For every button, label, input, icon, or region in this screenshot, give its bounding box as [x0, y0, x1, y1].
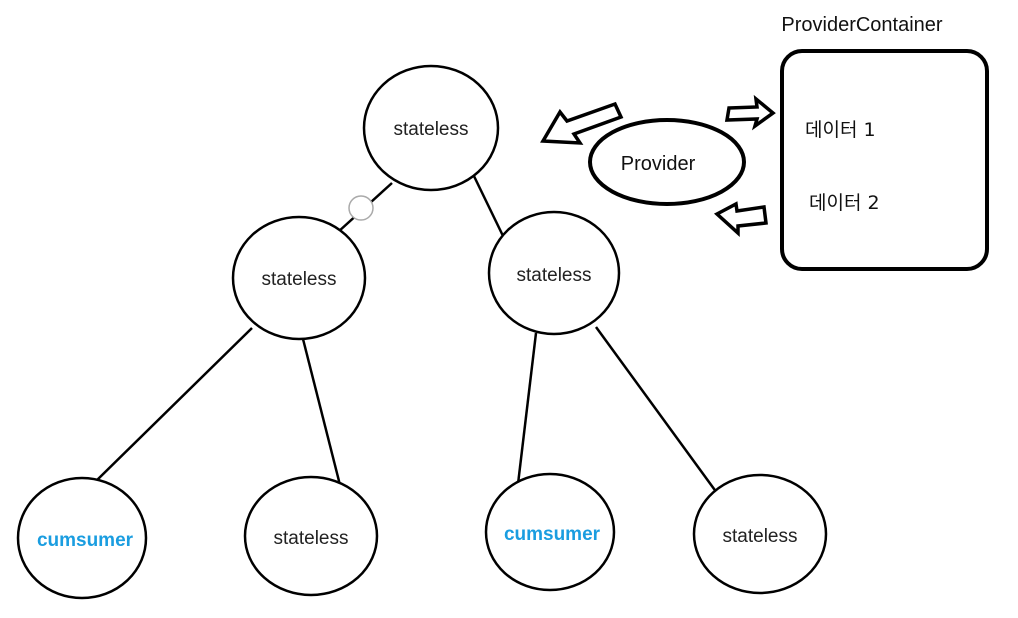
node-right-label: stateless [517, 265, 592, 286]
node-stateless-right-leaf-label: stateless [723, 526, 798, 547]
provider-label: Provider [621, 153, 696, 175]
node-stateless-left-leaf: stateless [243, 475, 379, 597]
node-consumer-right: cumsumer [484, 472, 616, 592]
edge-root-right [470, 171, 506, 239]
node-consumer-left-label: cumsumer [37, 530, 134, 551]
arrow-provider-to-container-icon [724, 94, 776, 131]
node-root-label: stateless [394, 119, 469, 140]
node-root: stateless [362, 64, 500, 192]
node-stateless-right-leaf: stateless [692, 473, 828, 595]
edge-right-stateless [594, 326, 719, 494]
node-right: stateless [487, 210, 621, 336]
tree-edges [93, 171, 719, 494]
provider-container-box: 데이터 1 데이터 2 [780, 49, 989, 271]
node-consumer-right-label: cumsumer [504, 524, 601, 545]
small-circle-marker [348, 195, 374, 221]
edge-right-consumer [516, 332, 538, 485]
node-left: stateless [231, 215, 367, 341]
container-item-2: 데이터 2 [809, 192, 880, 214]
flow-arrows [540, 94, 776, 237]
edge-left-stateless [301, 338, 342, 486]
container-title: ProviderContainer [781, 14, 943, 36]
edge-left-consumer [93, 327, 253, 484]
provider-node: Provider [588, 118, 746, 206]
arrow-container-to-provider-icon [713, 201, 768, 237]
arrow-provider-to-tree-icon [540, 101, 624, 145]
node-left-label: stateless [262, 269, 337, 290]
node-stateless-left-leaf-label: stateless [274, 528, 349, 549]
container-item-1: 데이터 1 [805, 119, 876, 141]
node-consumer-left: cumsumer [16, 476, 148, 600]
